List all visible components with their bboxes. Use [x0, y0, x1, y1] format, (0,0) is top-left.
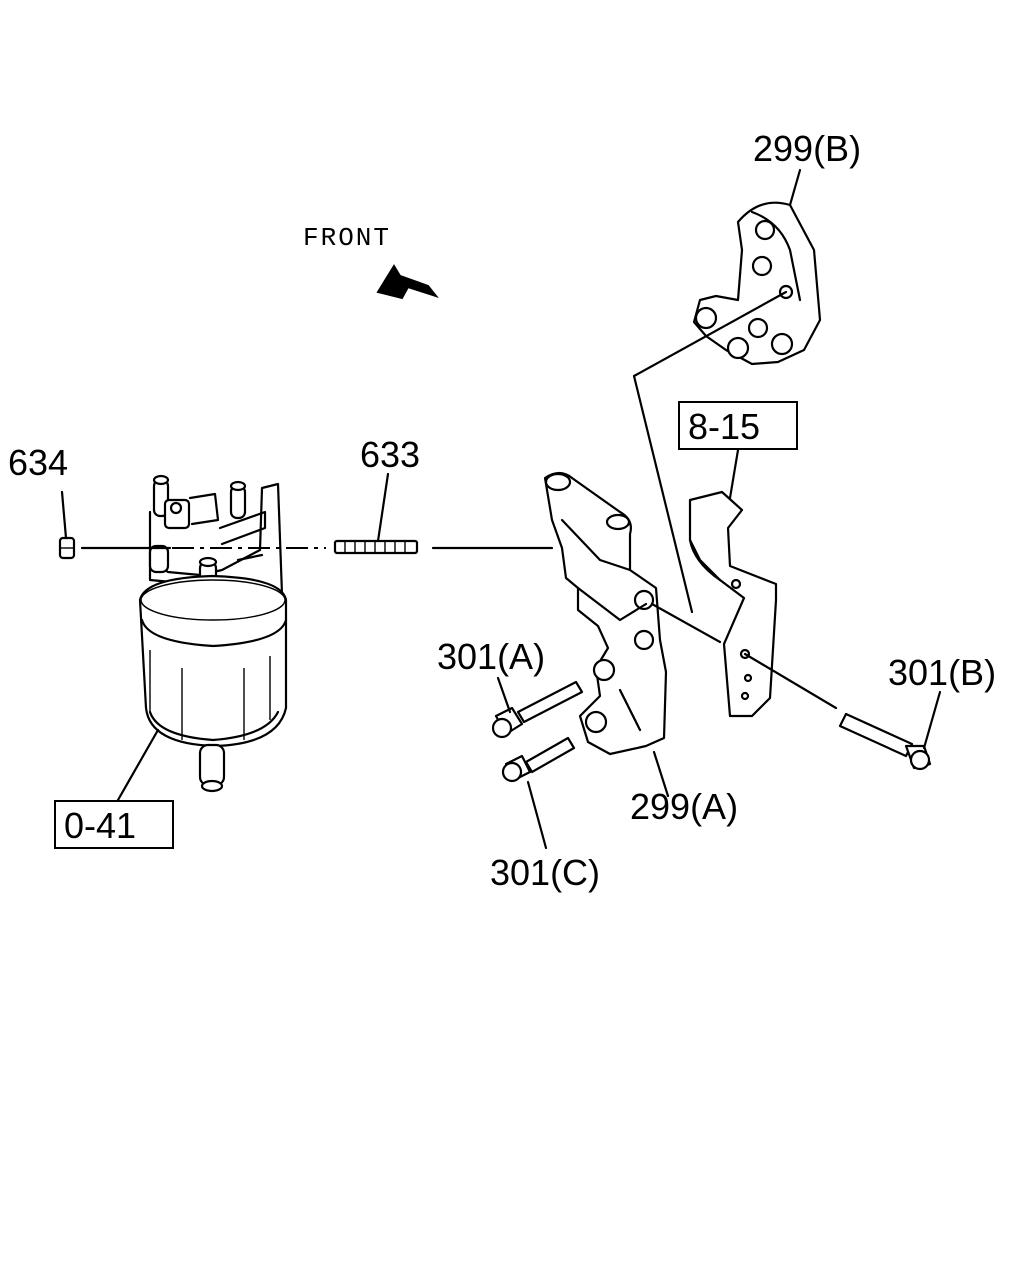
callout-0-41: 0-41: [64, 805, 136, 846]
callout-8-15-box: [678, 401, 798, 450]
callout-301b: 301(B): [888, 652, 996, 693]
callout-0-41-box: [54, 800, 174, 849]
lower-bracket-icon: [543, 471, 668, 756]
bolt-icon: [491, 680, 932, 783]
callout-301c: 301(C): [490, 852, 600, 893]
nut-icon: [58, 536, 76, 560]
upper-bracket-icon: [692, 201, 822, 366]
callout-8-15: 8-15: [688, 406, 760, 447]
mounting-plate-icon: [688, 490, 778, 718]
callout-633: 633: [360, 434, 420, 475]
spacer-icon: [333, 539, 419, 555]
fuel-filter-icon: [138, 474, 288, 793]
front-direction-arrow-icon: [376, 264, 439, 300]
callout-299b: 299(B): [753, 128, 861, 169]
front-label: FRONT: [303, 223, 391, 253]
callout-299a: 299(A): [630, 786, 738, 827]
callout-634: 634: [8, 442, 68, 483]
callout-301a: 301(A): [437, 636, 545, 677]
